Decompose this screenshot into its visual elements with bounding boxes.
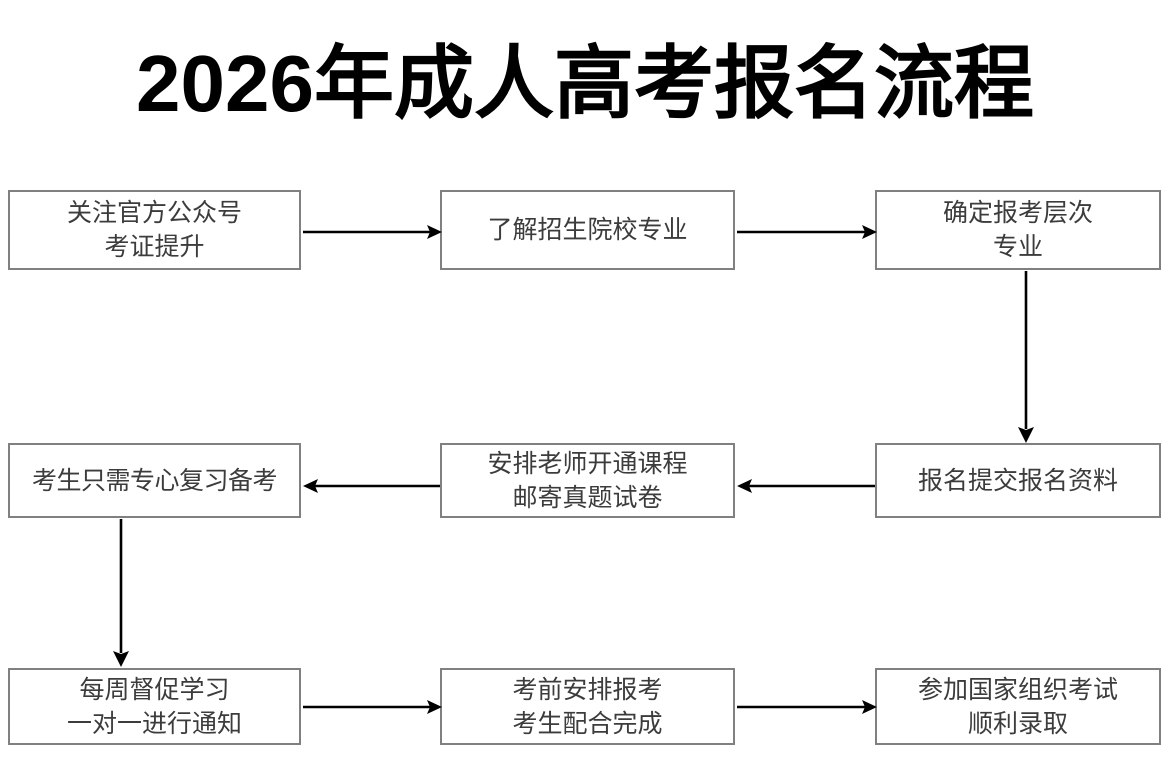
flow-node-n4-line1: 考生只需专心复习备考 bbox=[31, 466, 278, 495]
flow-node-n6[interactable]: 报名提交报名资料 bbox=[875, 443, 1161, 518]
flow-node-n8-line2: 考生配合完成 bbox=[512, 709, 663, 738]
arrow-down-n3-to-n6 bbox=[1014, 271, 1038, 443]
flow-node-n8[interactable]: 考前安排报考 考生配合完成 bbox=[440, 668, 735, 745]
flow-node-n2[interactable]: 了解招生院校专业 bbox=[440, 190, 735, 270]
flow-node-n4[interactable]: 考生只需专心复习备考 bbox=[8, 443, 301, 518]
arrow-right-n7-to-n8 bbox=[303, 695, 442, 719]
flow-node-n7[interactable]: 每周督促学习 一对一进行通知 bbox=[8, 668, 301, 745]
flow-node-n8-line1: 考前安排报考 bbox=[512, 675, 663, 704]
flow-node-n3[interactable]: 确定报考层次 专业 bbox=[875, 190, 1161, 270]
arrow-right-n2-to-n3 bbox=[737, 220, 877, 244]
flow-node-n5-line2: 邮寄真题试卷 bbox=[512, 483, 663, 512]
arrow-right-n1-to-n2 bbox=[303, 220, 442, 244]
arrow-right-n8-to-n9 bbox=[737, 695, 877, 719]
flow-node-n1-line1: 关注官方公众号 bbox=[66, 199, 242, 227]
flow-node-n9-line1: 参加国家组织考试 bbox=[917, 675, 1118, 704]
flow-node-n3-line2: 专业 bbox=[992, 233, 1043, 261]
flow-node-n7-line2: 一对一进行通知 bbox=[66, 709, 242, 738]
arrow-down-n4-to-n7 bbox=[109, 519, 133, 667]
flow-node-n6-line1: 报名提交报名资料 bbox=[917, 466, 1118, 495]
arrow-left-n6-to-n5 bbox=[737, 474, 875, 498]
flow-node-n7-line1: 每周督促学习 bbox=[79, 675, 230, 704]
flow-node-n5-line1: 安排老师开通课程 bbox=[487, 449, 688, 478]
arrow-left-n5-to-n4 bbox=[303, 474, 440, 498]
flow-node-n1[interactable]: 关注官方公众号 考证提升 bbox=[8, 190, 301, 270]
flow-node-n9[interactable]: 参加国家组织考试 顺利录取 bbox=[875, 668, 1161, 745]
flow-node-n5[interactable]: 安排老师开通课程 邮寄真题试卷 bbox=[440, 443, 735, 518]
flow-node-n3-line1: 确定报考层次 bbox=[942, 199, 1093, 227]
flow-node-n1-line2: 考证提升 bbox=[104, 233, 205, 261]
page-title: 2026年成人高考报名流程 bbox=[136, 39, 1034, 128]
flow-node-n2-line1: 了解招生院校专业 bbox=[487, 216, 688, 244]
flow-node-n9-line2: 顺利录取 bbox=[967, 709, 1068, 738]
